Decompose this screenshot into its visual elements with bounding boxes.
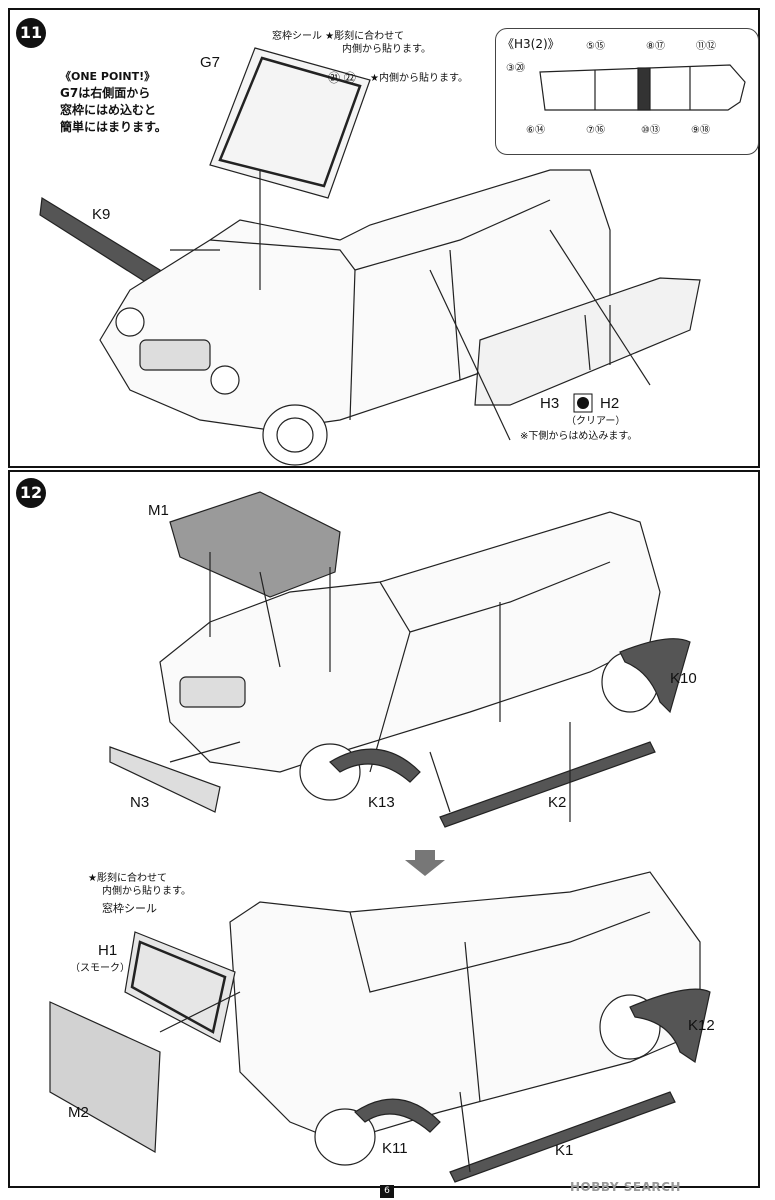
- one-point-box: 《ONE POINT!》 G7は右側面から 窓枠にはめ込むと 簡単にはまります。: [60, 68, 167, 136]
- sticker-note-12-3: 窓枠シール: [102, 902, 157, 915]
- one-point-line-2: 窓枠にはめ込むと: [60, 103, 157, 117]
- fender-k12: [629, 988, 711, 1063]
- h3-num-1: ⑤⑮: [586, 41, 605, 52]
- step-12-panel: 12: [8, 470, 760, 1188]
- sticker-note-1: 窓枠シール ★彫刻に合わせて: [272, 31, 405, 42]
- step-number-11: 11: [16, 18, 46, 48]
- label-m1: M1: [148, 502, 169, 519]
- front-wheel-12b: [314, 1108, 376, 1166]
- side-sill-k2-part: [439, 741, 656, 828]
- fender-k13: [329, 748, 421, 783]
- decal-note: ★内側から貼ります。: [370, 73, 468, 84]
- label-k1: K1: [555, 1142, 574, 1159]
- step-number-12: 12: [16, 478, 46, 508]
- h3-inset-box: 《H3(2)》 ⑤⑮ ⑧⑰ ⑪⑫ ③⑳ ⑥⑭ ⑦⑯ ⑩⑬ ⑨⑱: [495, 28, 759, 155]
- label-m2: M2: [68, 1104, 89, 1121]
- front-wheel-11: [262, 404, 328, 466]
- grille-12: [179, 676, 246, 708]
- h3-num-5: ⑥⑭: [526, 125, 545, 136]
- page-number: 6: [380, 1185, 394, 1198]
- rear-glass-h1-part: [124, 931, 236, 1043]
- label-n3: N3: [130, 794, 150, 811]
- h3-num-3: ⑪⑫: [696, 41, 716, 52]
- label-k13: K13: [368, 794, 395, 811]
- fender-k10: [619, 638, 691, 714]
- side-sill-k1-part: [449, 1091, 676, 1183]
- h3-inset-title: 《H3(2)》: [502, 37, 560, 51]
- fender-k11: [354, 1098, 441, 1133]
- label-k12: K12: [688, 1017, 715, 1034]
- hood-m1-part: [169, 491, 341, 598]
- clear-part-icon: [573, 393, 593, 413]
- label-h2: H2: [600, 395, 620, 412]
- h3-num-2: ⑧⑰: [646, 41, 665, 52]
- decal-numbers: ㉑ ㉒: [328, 71, 356, 85]
- h3-num-8: ⑨⑱: [691, 125, 710, 136]
- grille-11: [139, 339, 211, 371]
- h3-num-6: ⑦⑯: [586, 125, 605, 136]
- one-point-line-3: 簡単にはまります。: [60, 120, 167, 134]
- label-h3: H3: [540, 395, 560, 412]
- watermark: HOBBY SEARCH: [570, 1180, 681, 1194]
- step-12-diagram: [49, 491, 711, 1183]
- bumper-n3-part: [109, 746, 221, 813]
- sticker-note-2: 内側から貼ります。: [342, 44, 431, 55]
- step-11-panel: 11 《ONE POINT!》 G7は右側面から 窓枠にはめ込むと 簡単にはまり…: [8, 8, 760, 468]
- label-k10: K10: [670, 670, 697, 687]
- sticker-note-12-1: ★彫刻に合わせて: [88, 873, 167, 884]
- clear-note: （クリアー）: [566, 416, 626, 427]
- tailgate-m2-part: [49, 1001, 161, 1154]
- down-arrow-icon: [405, 850, 445, 876]
- one-point-title: 《ONE POINT!》: [60, 70, 156, 83]
- label-g7: G7: [200, 54, 221, 71]
- sticker-note-12-2: 内側から貼ります。: [102, 886, 191, 897]
- smoke-note: （スモーク）: [70, 963, 130, 974]
- label-k9: K9: [92, 206, 111, 223]
- label-k11: K11: [382, 1140, 408, 1157]
- fit-note: ※下側からはめ込みます。: [520, 431, 638, 442]
- h3-num-4: ③⑳: [506, 63, 525, 74]
- label-k2: K2: [548, 794, 567, 811]
- step-11-diagram: [39, 47, 746, 466]
- h3-num-7: ⑩⑬: [641, 125, 660, 136]
- one-point-line-1: G7は右側面から: [60, 86, 151, 100]
- label-h1: H1: [98, 942, 118, 959]
